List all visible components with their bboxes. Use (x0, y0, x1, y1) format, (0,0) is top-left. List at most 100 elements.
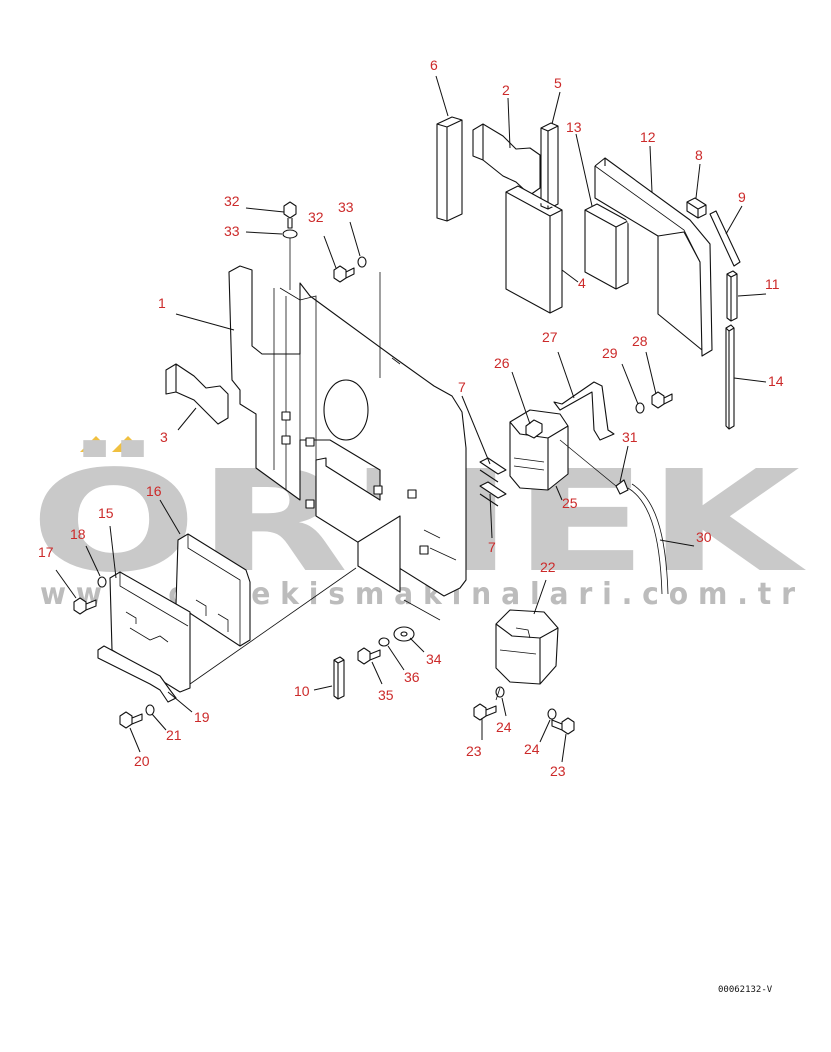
label-27: 27 (542, 329, 558, 345)
label-17: 17 (38, 544, 54, 560)
label-25: 25 (562, 495, 578, 511)
part-36-washer (378, 637, 390, 647)
part-21-washer (145, 704, 155, 716)
label-7b: 7 (488, 539, 496, 555)
label-14: 14 (768, 373, 784, 389)
part-18-washer (97, 576, 107, 588)
leader-13 (575, 133, 593, 207)
part-1-vent (379, 272, 457, 561)
leader-5 (551, 91, 561, 125)
part-11-strip (726, 270, 738, 322)
part-15-detail (119, 572, 189, 643)
leader-33b (349, 221, 361, 257)
leader-4 (561, 269, 579, 283)
part-12-edge (594, 165, 701, 263)
part-2-pad (472, 123, 541, 196)
label-18: 18 (70, 526, 86, 542)
part-20-bolt (119, 711, 143, 729)
leader-10 (313, 685, 333, 691)
part-10-pad (333, 656, 345, 700)
label-16: 16 (146, 483, 162, 499)
leader-36 (387, 645, 405, 671)
part-1-clip-g (419, 545, 429, 555)
leader-35 (371, 661, 383, 685)
label-32b: 32 (308, 209, 324, 225)
part-4-pad (505, 185, 563, 314)
leader-lines (55, 75, 767, 763)
label-28: 28 (632, 333, 648, 349)
part-1-clip-d (305, 499, 315, 509)
part-27-bracket (553, 381, 615, 441)
leader-15 (109, 525, 117, 579)
part-1-hole (323, 379, 369, 441)
leader-21 (151, 713, 167, 731)
part-1-clip-b (281, 435, 291, 445)
part-32-bolt-right (333, 265, 355, 283)
part-1-flange (273, 287, 317, 508)
part-23-bolt-a (473, 703, 497, 721)
label-35: 35 (378, 687, 394, 703)
part-31-clip (615, 479, 629, 495)
label-12: 12 (640, 129, 656, 145)
leader-16 (159, 499, 181, 535)
part-17-bolt (73, 597, 97, 615)
leader-18 (85, 545, 101, 577)
label-30: 30 (696, 529, 712, 545)
leader-2 (507, 97, 511, 149)
label-33b: 33 (338, 199, 354, 215)
leader-7b (489, 493, 493, 539)
label-6: 6 (430, 57, 438, 73)
part-1-clip-a (281, 411, 291, 421)
leader-24a (501, 697, 507, 717)
part-labels: 6 2 5 13 12 8 9 4 11 14 32 33 32 33 1 3 … (38, 57, 784, 779)
label-33a: 33 (224, 223, 240, 239)
assembly-line-d (559, 439, 617, 487)
label-23b: 23 (550, 763, 566, 779)
leader-11 (737, 293, 767, 297)
label-8: 8 (695, 147, 703, 163)
part-12-pad (594, 157, 713, 357)
assembly-line-c (403, 599, 441, 621)
part-32-bolt-top (283, 201, 297, 229)
part-25-detail (513, 457, 545, 471)
label-20: 20 (134, 753, 150, 769)
leader-19 (167, 691, 193, 713)
part-6-pad (436, 116, 463, 222)
part-26-cap (525, 419, 543, 439)
part-9-strip (709, 210, 741, 267)
part-1-clip-e (373, 485, 383, 495)
watermark-accent-left (80, 436, 104, 452)
part-29-washer (635, 402, 645, 414)
label-4: 4 (578, 275, 586, 291)
leader-12 (649, 145, 653, 193)
label-5: 5 (554, 75, 562, 91)
label-19: 19 (194, 709, 210, 725)
leader-31 (619, 445, 629, 483)
leader-1 (175, 313, 235, 331)
part-24-washer-b (547, 708, 557, 720)
label-36: 36 (404, 669, 420, 685)
label-29: 29 (602, 345, 618, 361)
leader-26 (511, 371, 531, 425)
label-9: 9 (738, 189, 746, 205)
label-3: 3 (160, 429, 168, 445)
leader-24b (539, 719, 551, 743)
document-number: 00062132-V (718, 985, 773, 995)
part-28-bolt (651, 391, 673, 409)
leader-30 (659, 539, 695, 547)
label-7a: 7 (458, 379, 466, 395)
label-24a: 24 (496, 719, 512, 735)
label-13: 13 (566, 119, 582, 135)
label-31: 31 (622, 429, 638, 445)
assembly-lines (189, 238, 617, 701)
part-5-pad (540, 122, 559, 210)
label-10: 10 (294, 683, 310, 699)
leader-14 (733, 377, 767, 383)
leader-17 (55, 569, 77, 599)
leader-32b (323, 235, 337, 269)
part-3-pad (165, 363, 229, 425)
leader-33a (245, 231, 283, 235)
leader-22 (533, 579, 547, 615)
label-2: 2 (502, 82, 510, 98)
